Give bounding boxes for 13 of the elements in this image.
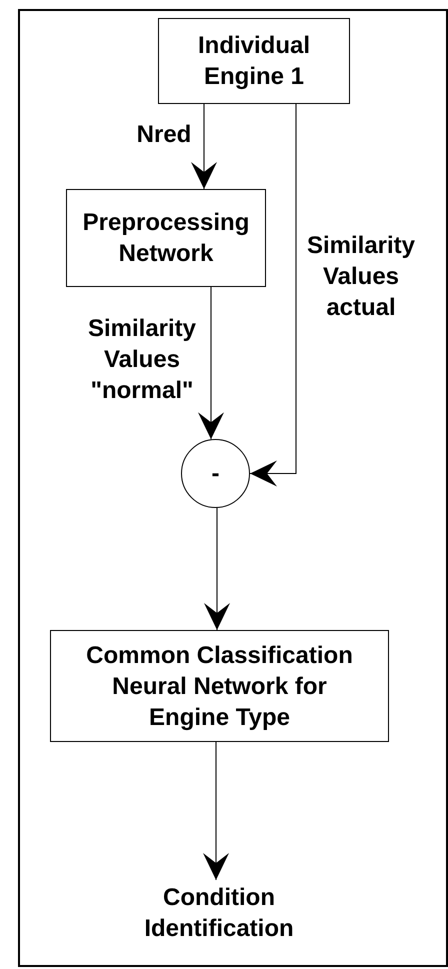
arrow [203, 742, 229, 880]
arrow [204, 508, 230, 630]
process-box [50, 630, 389, 742]
arrow [191, 104, 217, 190]
node-text: Common Classification Neural Network for Engine Type [85, 640, 354, 732]
node-text: Individual Engine 1 [196, 31, 311, 92]
arrow [250, 104, 296, 486]
process-box [158, 18, 350, 104]
arrow [198, 286, 224, 440]
process-box [66, 189, 266, 287]
node-text: Preprocessing Network [82, 208, 250, 269]
node-text: Condition Identification [143, 883, 295, 944]
node-text: - [212, 458, 220, 488]
